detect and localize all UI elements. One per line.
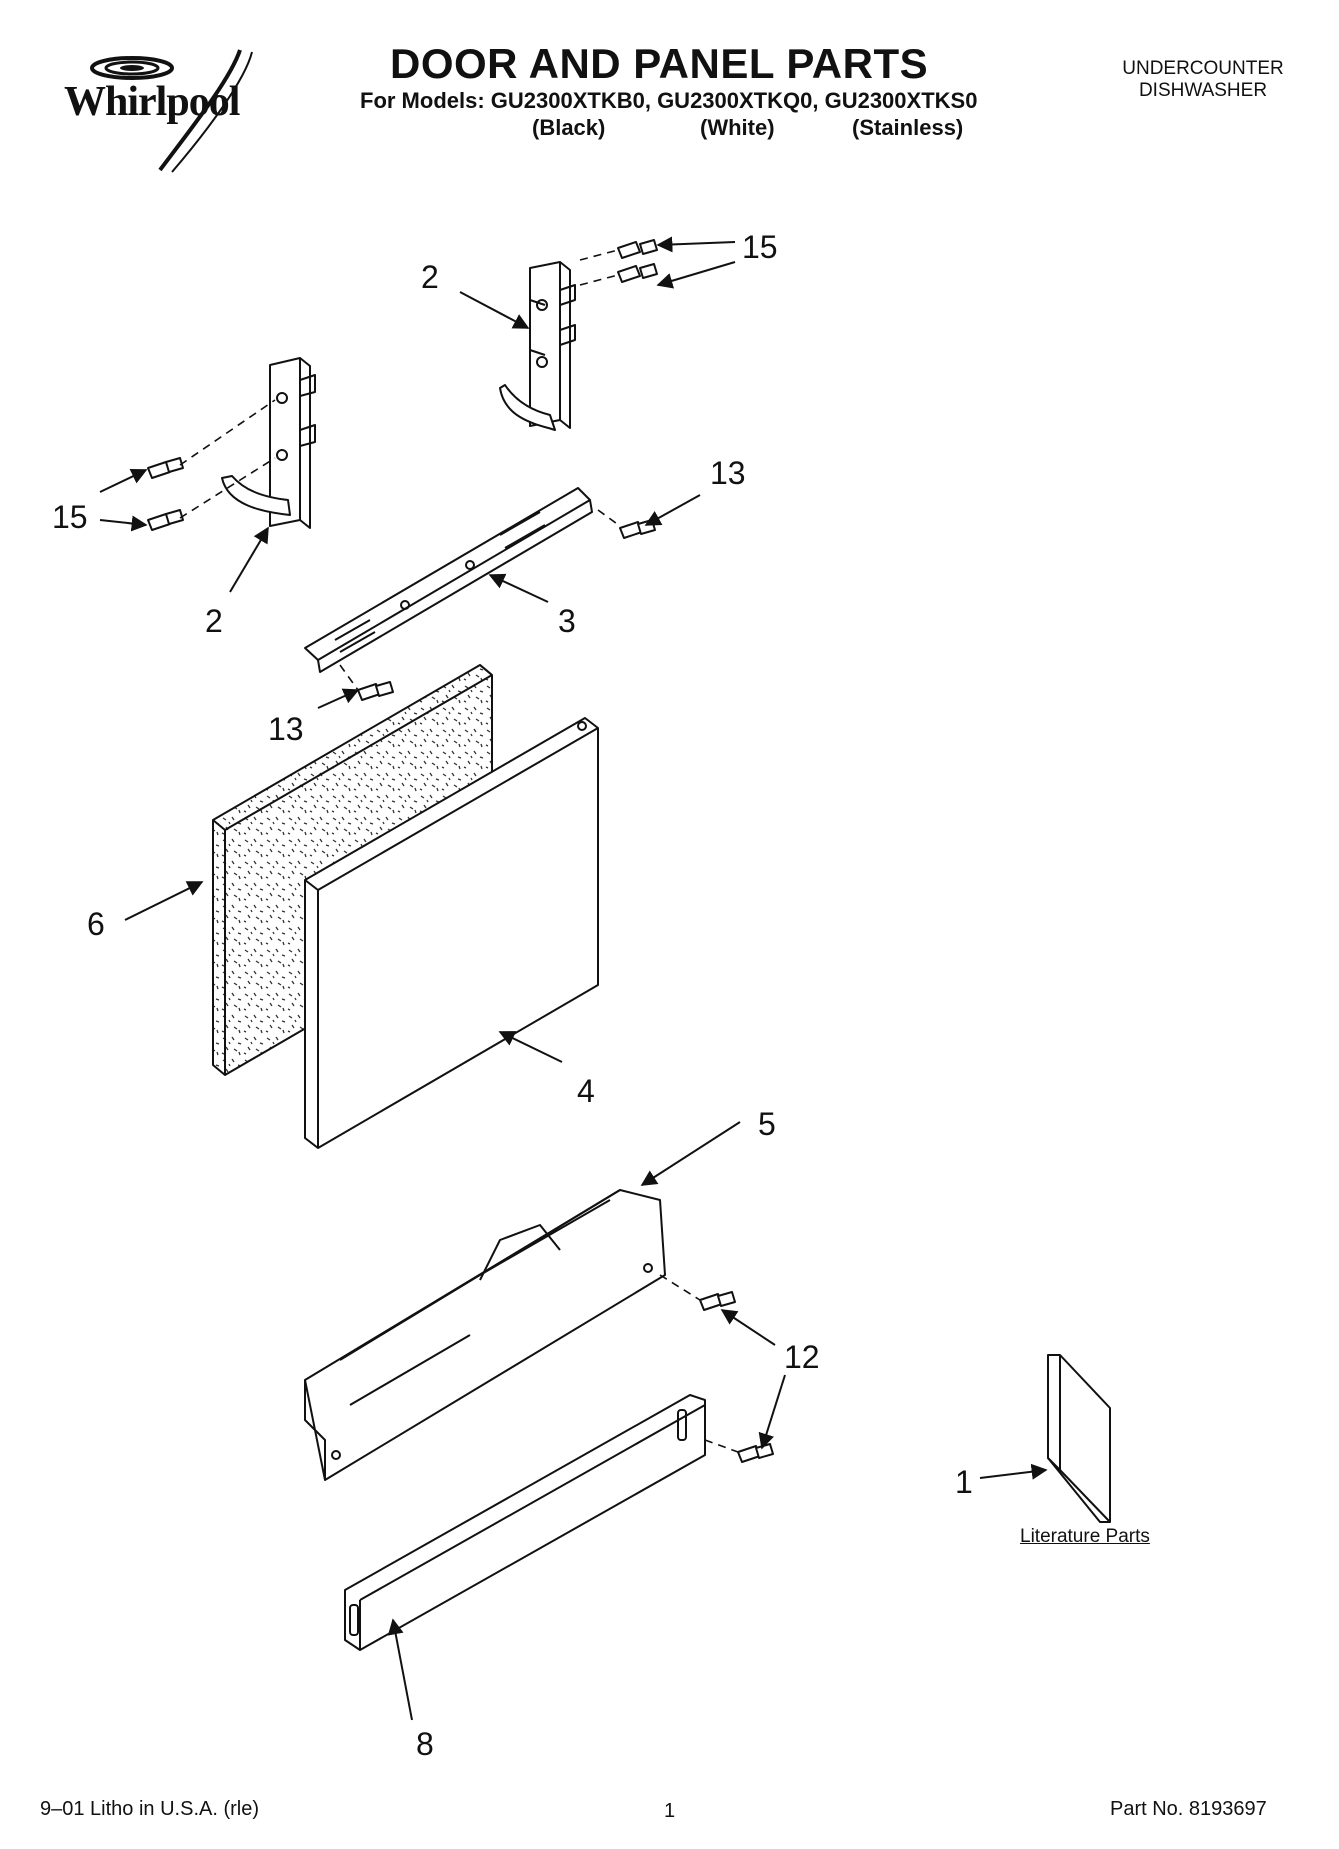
part-5-toe-panel (304, 1189, 666, 1481)
whirlpool-logo-swirl (90, 49, 253, 173)
callout-15-upper: 15 (742, 229, 778, 265)
part-3-rail (304, 487, 593, 673)
part-12-screws (699, 1291, 774, 1463)
footer-page-number: 1 (664, 1800, 676, 1822)
callout-2-upper: 2 (421, 259, 439, 295)
callout-13-lower: 13 (268, 711, 304, 747)
models-line: For Models: GU2300XTKB0, GU2300XTKQ0, GU… (360, 88, 978, 113)
variant-white: (White) (700, 115, 775, 140)
variant-stainless: (Stainless) (852, 115, 964, 140)
part-4-door-panel (304, 717, 599, 1149)
part-8-kick-plate (344, 1394, 706, 1651)
product-type-line-1: UNDERCOUNTER (1122, 58, 1284, 79)
page-title: DOOR AND PANEL PARTS (390, 40, 929, 87)
callout-6: 6 (87, 906, 105, 942)
callout-2-lower: 2 (205, 603, 223, 639)
callout-4: 4 (577, 1073, 595, 1109)
callout-1: 1 (955, 1464, 973, 1500)
callout-12: 12 (784, 1339, 820, 1375)
product-type-line-2: DISHWASHER (1138, 80, 1268, 101)
assembly-guide-lines (179, 249, 739, 1453)
callout-13-upper: 13 (710, 455, 746, 491)
part-15-screws-lower (147, 457, 184, 531)
part-15-screws-upper (617, 239, 658, 283)
footer-litho: 9–01 Litho in U.S.A. (rle) (40, 1798, 259, 1820)
product-type: UNDERCOUNTER DISHWASHER (1108, 58, 1298, 102)
literature-parts-label: Literature Parts (1020, 1526, 1150, 1547)
part-1-literature-booklet (1047, 1354, 1111, 1523)
part-2-bracket-upper (499, 261, 576, 431)
variant-black: (Black) (532, 115, 606, 140)
callout-15-lower: 15 (52, 499, 88, 535)
callout-5: 5 (758, 1106, 776, 1142)
brand-logo-text: Whirlpool (64, 79, 240, 125)
footer-part-number: Part No. 8193697 (1110, 1798, 1267, 1820)
callout-3: 3 (558, 603, 576, 639)
callout-arrows (99, 236, 1048, 1721)
part-2-bracket-lower (221, 357, 316, 529)
callout-8: 8 (416, 1726, 434, 1762)
part-13-screws (357, 519, 656, 701)
